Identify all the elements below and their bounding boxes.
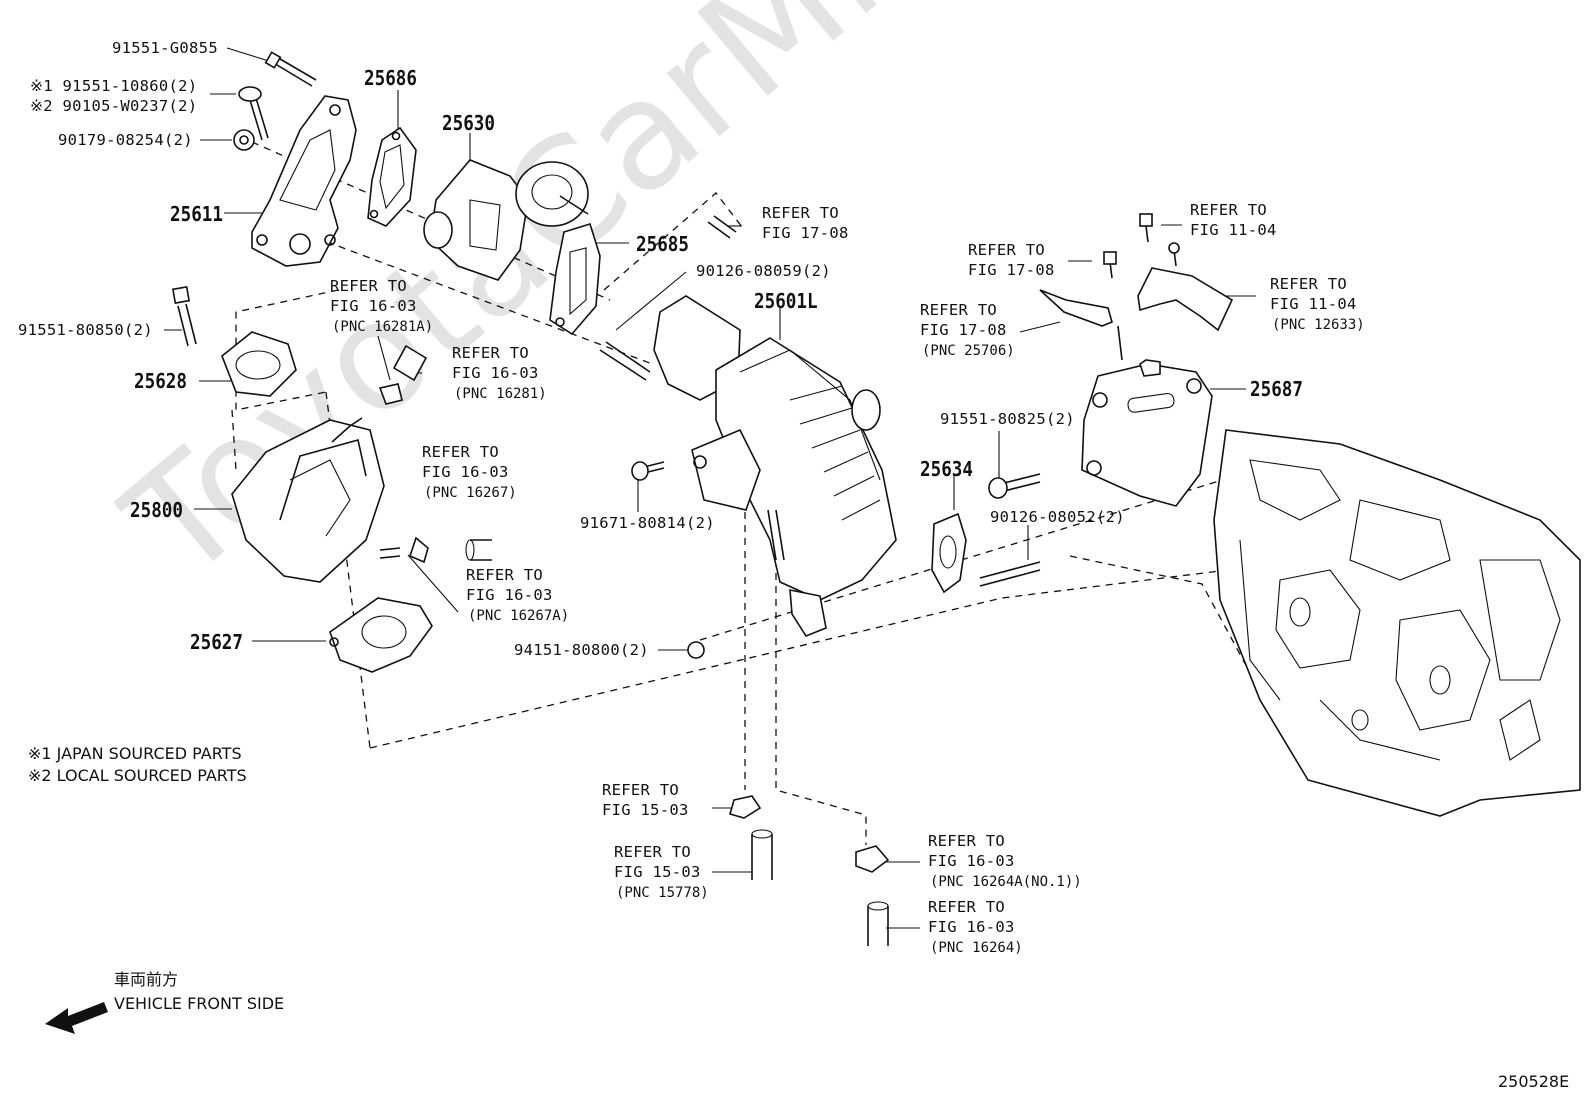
label-25634: 25634 [920,457,973,481]
ref-8-line3: (PNC 25706) [922,343,1015,359]
ref-2-line3: (PNC 16281A) [332,319,434,335]
ref-8-line2: FIG 17-08 [920,321,1007,339]
part-25630-valve [423,159,589,281]
part-25800-pipe [231,417,401,583]
ref-9-line2: FIG 11-04 [1270,295,1357,313]
ref-6-line2: FIG 11-04 [1190,221,1277,239]
ref-10-line1: REFER TO [602,781,680,799]
ref-9-line3: (PNC 12633) [1272,317,1365,333]
ref-9-line1: REFER TO [1270,275,1348,293]
label-fastener-7: 91671-80814(2) [580,514,715,532]
part-25686-gasket [367,126,417,227]
label-fastener-10: 94151-80800(2) [514,641,649,659]
ref-11-line2: FIG 15-03 [614,863,701,881]
ref-4-line1: REFER TO [422,443,500,461]
ref-10-line2: FIG 15-03 [602,801,689,819]
label-fastener-5: 91551-80850(2) [18,321,153,339]
bolt-91551-80825 [988,473,1041,499]
ref-13-line1: REFER TO [928,898,1006,916]
nut-94151 [687,641,705,659]
label-25627: 25627 [190,630,243,654]
part-25687-bracket [1081,359,1213,507]
ref-3-line3: (PNC 16281) [454,386,547,402]
label-25685: 25685 [636,232,689,256]
ref-7-line1: REFER TO [968,241,1046,259]
bottom-hoses-clamps [707,215,890,946]
part-25601L-cooler [653,295,897,637]
ref-4-line3: (PNC 16267) [424,485,517,501]
ref-2-line1: REFER TO [330,277,408,295]
part-25634-gasket [931,512,967,594]
label-25687: 25687 [1250,377,1303,401]
ref-7-line2: FIG 17-08 [968,261,1055,279]
ref-3-line1: REFER TO [452,344,530,362]
ref-13-line2: FIG 16-03 [928,918,1015,936]
ref-12-line2: FIG 16-03 [928,852,1015,870]
part-25611-housing [251,95,357,267]
ref-5-line3: (PNC 16267A) [468,608,570,624]
engine-block [1213,429,1581,817]
label-fastener-3: ※2 90105-W0237(2) [30,97,198,115]
label-fastener-9: 90126-08052(2) [990,508,1125,526]
ref-11-line3: (PNC 15778) [616,885,709,901]
ref-5-line1: REFER TO [466,566,544,584]
part-25685-gasket [549,223,601,336]
part-25627-gasket [329,597,433,673]
direction-label-jp: 車両前方 [114,970,179,989]
label-25611: 25611 [170,202,223,226]
ref-5-line2: FIG 16-03 [466,586,553,604]
label-fastener-8: 91551-80825(2) [940,410,1075,428]
bolt-group-top [233,51,317,151]
bolt-91671 [631,461,665,481]
note-local-sourced: ※2 LOCAL SOURCED PARTS [28,766,247,785]
ref-12-line1: REFER TO [928,832,1006,850]
label-fastener-6: 90126-08059(2) [696,262,831,280]
studs [171,285,1041,587]
label-25628: 25628 [134,369,187,393]
front-arrow [45,1002,108,1034]
leader-lines [164,47,1256,929]
label-25686: 25686 [364,66,417,90]
label-25630: 25630 [442,111,495,135]
ref-1-line1: REFER TO [762,204,840,222]
direction-label-en: VEHICLE FRONT SIDE [114,994,285,1013]
ref-4-line2: FIG 16-03 [422,463,509,481]
label-fastener-2: ※1 91551-10860(2) [30,77,198,95]
ref-11-line1: REFER TO [614,843,692,861]
part-25628-gasket [221,331,297,397]
label-fastener-4: 90179-08254(2) [58,131,193,149]
label-25800: 25800 [130,498,183,522]
note-japan-sourced: ※1 JAPAN SOURCED PARTS [28,744,242,763]
ref-2-line2: FIG 16-03 [330,297,417,315]
label-25601L: 25601L [754,289,818,313]
ref-6-line1: REFER TO [1190,201,1268,219]
clamps-hoses-left [378,344,492,564]
ref-13-line3: (PNC 16264) [930,940,1023,956]
label-fastener-1: 91551-G0855 [112,39,218,57]
figure-code: 250528E [1498,1072,1570,1091]
brackets-upper-right [1039,213,1234,361]
ref-3-line2: FIG 16-03 [452,364,539,382]
ref-1-line2: FIG 17-08 [762,224,849,242]
ref-8-line1: REFER TO [920,301,998,319]
ref-12-line3: (PNC 16264A(NO.1)) [930,874,1082,890]
